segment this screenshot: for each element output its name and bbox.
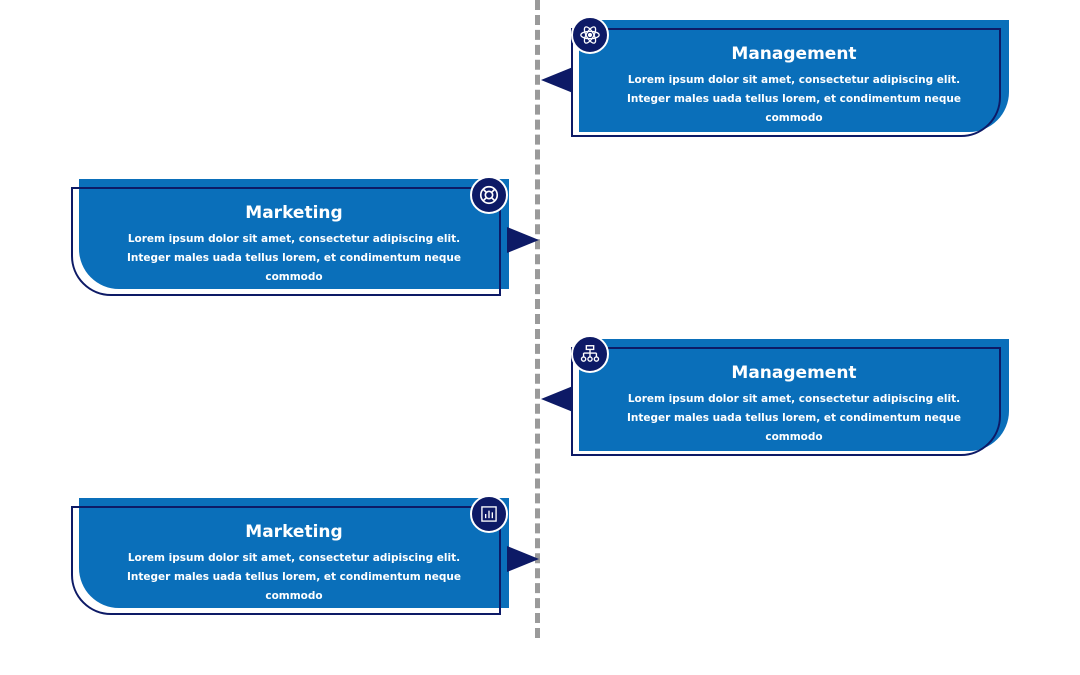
card-fill (79, 498, 509, 608)
card-text: Lorem ipsum dolor sit amet, consectetur … (626, 393, 962, 443)
card-title: Management (731, 44, 857, 64)
card-text: Lorem ipsum dolor sit amet, consectetur … (626, 74, 962, 124)
card-content: Marketing Lorem ipsum dolor sit amet, co… (79, 498, 509, 608)
timeline-card-3: Management Lorem ipsum dolor sit amet, c… (571, 339, 1009, 456)
hierarchy-icon (571, 335, 609, 373)
card-pointer (541, 386, 573, 412)
timeline-card-1: Management Lorem ipsum dolor sit amet, c… (571, 20, 1009, 137)
card-title: Management (731, 363, 857, 383)
card-fill (79, 179, 509, 289)
card-content: Management Lorem ipsum dolor sit amet, c… (579, 20, 1009, 130)
card-fill (579, 20, 1009, 132)
card-outline (71, 187, 501, 296)
card-text: Lorem ipsum dolor sit amet, consectetur … (126, 233, 462, 283)
card-title: Marketing (245, 203, 343, 223)
card-text: Lorem ipsum dolor sit amet, consectetur … (126, 552, 462, 602)
card-outline (71, 506, 501, 615)
lifebuoy-icon (470, 176, 508, 214)
card-title: Marketing (245, 522, 343, 542)
atom-icon (571, 16, 609, 54)
card-content: Marketing Lorem ipsum dolor sit amet, co… (79, 179, 509, 289)
timeline-axis (535, 0, 540, 638)
card-fill (579, 339, 1009, 451)
card-pointer (541, 67, 573, 93)
timeline-card-4: Marketing Lorem ipsum dolor sit amet, co… (71, 498, 509, 615)
bar-chart-icon (470, 495, 508, 533)
card-pointer (507, 227, 539, 253)
card-content: Management Lorem ipsum dolor sit amet, c… (579, 339, 1009, 449)
card-pointer (507, 546, 539, 572)
timeline-card-2: Marketing Lorem ipsum dolor sit amet, co… (71, 179, 509, 296)
